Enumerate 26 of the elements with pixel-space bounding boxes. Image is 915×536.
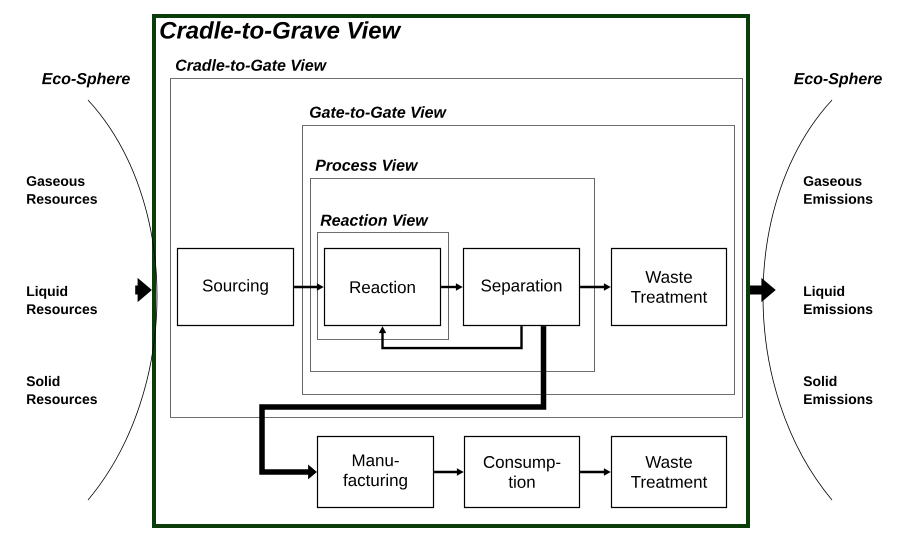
view-heading: Process View [316,159,418,171]
view-box [302,125,735,395]
arrow [378,326,523,350]
flow-label: Liquid Emissions [804,286,872,314]
flow-label: Gaseous Resources [26,176,97,204]
flow-label: Liquid Resources [27,286,97,314]
view-box [310,178,595,372]
view-box [170,78,743,418]
view-heading: Cradle-to-Gate View [176,59,327,71]
process-box: Separation [462,248,580,326]
flow-label: Gaseous Emissions [804,176,872,204]
eco-sphere-heading: Eco-Sphere [42,72,130,88]
flow-label: Solid Resources [26,376,97,404]
process-box: Waste Treatment [610,436,728,508]
view-heading: Cradle-to-Grave View [160,21,402,39]
flow-label: Solid Emissions [804,376,872,404]
eco-sphere-heading: Eco-Sphere [794,72,882,88]
process-box: Consump- tion [464,436,580,508]
view-frame [152,14,750,528]
view-box [317,232,449,340]
view-heading: Gate-to-Gate View [310,106,447,118]
process-box: Reaction [324,248,442,326]
process-box: Waste Treatment [610,248,728,326]
process-box: Manu- facturing [316,436,434,508]
process-box: Sourcing [176,248,294,326]
view-heading: Reaction View [320,214,429,226]
